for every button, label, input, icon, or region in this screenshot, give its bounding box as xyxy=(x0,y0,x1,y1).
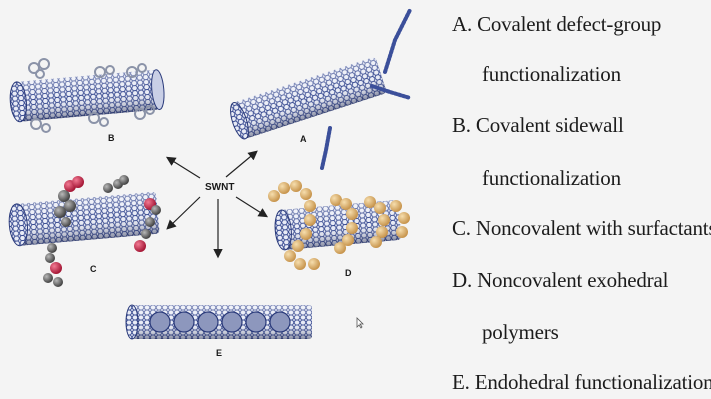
panel-b-tube xyxy=(9,59,166,132)
legend-item-c: C. Noncovalent with surfactants xyxy=(452,216,711,241)
legend-item-d-letter: D. xyxy=(452,268,472,292)
arrow-to-a xyxy=(226,152,256,177)
panel-label-e: E xyxy=(216,348,222,358)
panel-label-b: B xyxy=(108,133,115,143)
legend-item-b-letter: B. xyxy=(452,113,471,137)
legend-item-c-text: Noncovalent with surfactants xyxy=(476,216,711,240)
panel-label-a: A xyxy=(300,134,307,144)
legend-item-c-letter: C. xyxy=(452,216,471,240)
panel-a-tube xyxy=(227,10,410,168)
panel-label-d: D xyxy=(345,268,352,278)
panel-c-tube xyxy=(8,175,161,287)
legend-item-b: B. Covalent sidewall xyxy=(452,113,624,138)
legend-item-b-line2: functionalization xyxy=(482,166,621,191)
mouse-cursor-icon xyxy=(356,317,364,329)
arrow-to-d xyxy=(236,197,266,216)
legend-item-e: E. Endohedral functionalization xyxy=(452,370,711,395)
legend-item-b-text: Covalent sidewall xyxy=(476,113,624,137)
legend-item-e-text: Endohedral functionalization xyxy=(475,370,711,394)
legend-item-d-line2: polymers xyxy=(482,320,559,345)
panel-label-c: C xyxy=(90,264,97,274)
arrow-to-b xyxy=(168,158,200,178)
swnt-center-label: SWNT xyxy=(205,182,234,193)
arrow-to-c xyxy=(168,197,200,228)
legend-item-d-text: Noncovalent exohedral xyxy=(477,268,668,292)
panel-d-tube xyxy=(268,180,410,270)
legend-item-e-letter: E. xyxy=(452,370,470,394)
legend-item-a-text: Covalent defect-group xyxy=(477,12,661,36)
panel-e-tube xyxy=(126,305,312,339)
legend-item-d: D. Noncovalent exohedral xyxy=(452,268,668,293)
legend-item-a-line2: functionalization xyxy=(482,62,621,87)
arrows xyxy=(168,152,266,256)
legend-item-a-letter: A. xyxy=(452,12,472,36)
legend-item-a: A. Covalent defect-group xyxy=(452,12,661,37)
